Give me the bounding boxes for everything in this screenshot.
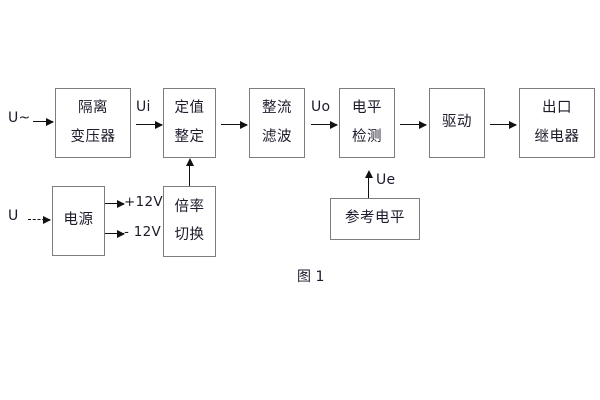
block-reference-level: 参考电平 [330, 198, 420, 240]
block-power-supply: 电源 [52, 186, 105, 256]
block-output-relay-line-2: 继电器 [534, 128, 580, 145]
arrow-power-supply-positive-rail [105, 199, 125, 208]
block-setting-value: 定值 整定 [163, 88, 216, 158]
block-level-detection-line-2: 检测 [352, 128, 382, 145]
block-multiplier-switch-line-1: 倍率 [174, 198, 205, 215]
arrow-rectify-filter-to-level-detection [311, 120, 338, 129]
block-rectify-filter: 整流 滤波 [249, 88, 305, 158]
input-label-dc: U [8, 208, 19, 224]
block-isolation-transformer-line-1: 隔离 [78, 100, 108, 117]
signal-label-uo: Uo [311, 99, 331, 115]
arrow-drive-to-output-relay [490, 120, 517, 129]
rail-label-positive: +12V [124, 194, 163, 210]
block-output-relay: 出口 继电器 [519, 88, 595, 158]
block-drive: 驱动 [429, 88, 485, 158]
signal-label-ue: Ue [376, 172, 396, 188]
block-setting-value-line-2: 整定 [174, 128, 205, 145]
arrow-level-detection-to-drive [400, 120, 427, 129]
block-rectify-filter-line-1: 整流 [262, 100, 292, 117]
arrow-dc-input-to-power-supply [28, 215, 51, 224]
arrow-multiplier-switch-to-setting-value [185, 158, 194, 186]
arrow-reference-level-to-level-detection [364, 170, 373, 198]
block-power-supply-line-1: 电源 [63, 212, 94, 229]
arrow-setting-value-to-rectify-filter [221, 120, 248, 129]
block-isolation-transformer: 隔离 变压器 [55, 88, 131, 158]
block-level-detection-line-1: 电平 [352, 100, 382, 117]
arrow-ac-input-to-isolation-transformer [33, 117, 54, 126]
block-isolation-transformer-line-2: 变压器 [70, 128, 116, 145]
input-label-ac: U~ [8, 110, 31, 126]
block-rectify-filter-line-2: 滤波 [262, 128, 292, 145]
arrow-isolation-transformer-to-setting-value [136, 120, 163, 129]
arrow-power-supply-negative-rail [105, 229, 125, 238]
block-multiplier-switch-line-2: 切换 [174, 227, 205, 243]
block-drive-line-1: 驱动 [442, 114, 472, 131]
block-level-detection: 电平 检测 [339, 88, 395, 158]
rail-label-negative: - 12V [124, 224, 162, 240]
block-multiplier-switch: 倍率 切换 [163, 186, 216, 257]
figure-caption: 图 1 [297, 269, 325, 285]
signal-label-ui: Ui [136, 99, 151, 115]
block-reference-level-line-1: 参考电平 [345, 210, 405, 227]
block-output-relay-line-1: 出口 [542, 100, 572, 117]
block-setting-value-line-1: 定值 [174, 100, 205, 117]
